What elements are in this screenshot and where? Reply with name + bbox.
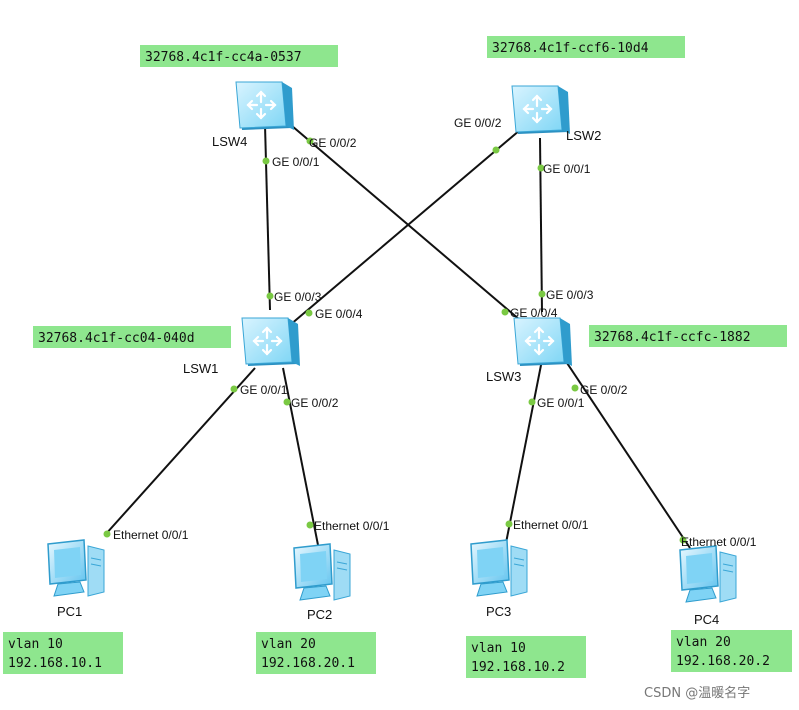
vlan-label-pc2: vlan 20: [261, 637, 316, 652]
switch-lsw2[interactable]: [510, 84, 572, 136]
port-dot: [505, 520, 513, 528]
pc-icon-pc4[interactable]: [679, 545, 737, 603]
pc-info-box-bg: [671, 630, 792, 672]
vlan-label-pc1: vlan 10: [8, 637, 63, 652]
bridge-id-lsw1: 32768.4c1f-cc04-040d: [38, 331, 195, 346]
bridge-id-tag-bg: [33, 326, 231, 348]
port-label: Ethernet 0/0/1: [681, 535, 757, 549]
watermark: CSDN @温暖名字: [644, 685, 750, 701]
port-dots: [103, 137, 687, 544]
port-dot: [306, 521, 314, 529]
pc-info-box-bg: [3, 632, 123, 674]
pc-info-box-bg: [466, 636, 586, 678]
port-label: GE 0/0/1: [537, 396, 585, 410]
device-label-pc3: PC3: [486, 604, 511, 619]
port-label: GE 0/0/1: [272, 155, 320, 169]
device-label-lsw4: LSW4: [212, 134, 247, 149]
port-label: GE 0/0/1: [543, 162, 591, 176]
bridge-id-tag-bg: [140, 45, 338, 67]
bridge-id-lsw3: 32768.4c1f-ccfc-1882: [594, 330, 751, 345]
port-dot: [262, 157, 270, 165]
link-lsw3-pc3: [504, 359, 543, 549]
port-label: Ethernet 0/0/1: [113, 528, 189, 542]
device-label-pc2: PC2: [307, 607, 332, 622]
port-dot: [537, 164, 545, 172]
vlan-label-pc3: vlan 10: [471, 641, 526, 656]
links: [104, 119, 691, 549]
vlan-label-pc4: vlan 20: [676, 635, 731, 650]
link-lsw1-pc2: [282, 367, 319, 546]
device-label-pc4: PC4: [694, 612, 719, 627]
link-lsw2-lsw1: [289, 129, 521, 326]
link-lsw2-lsw3: [539, 137, 543, 313]
ip-label-pc4: 192.168.20.2: [676, 654, 770, 669]
device-label-lsw2: LSW2: [566, 128, 601, 143]
port-dot: [306, 137, 314, 145]
port-label: GE 0/0/4: [315, 307, 363, 321]
port-label: GE 0/0/2: [291, 396, 339, 410]
switch-lsw4[interactable]: [234, 80, 296, 132]
port-dot: [103, 530, 111, 538]
port-dot: [571, 384, 579, 392]
port-label: Ethernet 0/0/1: [314, 519, 390, 533]
link-lsw3-pc4: [564, 359, 691, 549]
port-dot: [492, 146, 500, 154]
pc-info-box-bg: [256, 632, 376, 674]
port-dot: [266, 292, 274, 300]
bridge-id-lsw2: 32768.4c1f-ccf6-10d4: [492, 41, 649, 56]
ip-label-pc3: 192.168.10.2: [471, 660, 565, 675]
port-label: GE 0/0/3: [274, 290, 322, 304]
device-label-pc1: PC1: [57, 604, 82, 619]
port-label: Ethernet 0/0/1: [513, 518, 589, 532]
pc-icon-pc2[interactable]: [293, 543, 351, 601]
port-dot: [305, 309, 313, 317]
port-label: GE 0/0/2: [454, 116, 502, 130]
pc-icon-pc1[interactable]: [47, 539, 105, 597]
link-lsw4-lsw1: [264, 124, 271, 311]
port-dot: [679, 536, 687, 544]
port-label: GE 0/0/1: [240, 383, 288, 397]
switch-lsw1[interactable]: [240, 316, 302, 368]
device-label-lsw3: LSW3: [486, 369, 521, 384]
port-label: GE 0/0/3: [546, 288, 594, 302]
ip-label-pc1: 192.168.10.1: [8, 656, 102, 671]
device-label-lsw1: LSW1: [183, 361, 218, 376]
port-dot: [230, 385, 238, 393]
bridge-id-tag-bg: [487, 36, 685, 58]
link-lsw1-pc1: [104, 367, 256, 536]
port-dot: [501, 308, 509, 316]
pc-icon-pc3[interactable]: [470, 539, 528, 597]
port-dot: [283, 398, 291, 406]
ip-label-pc2: 192.168.20.1: [261, 656, 355, 671]
port-dot: [528, 398, 536, 406]
link-lsw4-lsw3: [284, 119, 521, 321]
bridge-id-lsw4: 32768.4c1f-cc4a-0537: [145, 50, 302, 65]
switch-lsw3[interactable]: [512, 316, 574, 368]
port-dot: [538, 290, 546, 298]
port-label: GE 0/0/2: [580, 383, 628, 397]
bridge-id-tag-bg: [589, 325, 787, 347]
port-label: GE 0/0/4: [510, 306, 558, 320]
port-label: GE 0/0/2: [309, 136, 357, 150]
